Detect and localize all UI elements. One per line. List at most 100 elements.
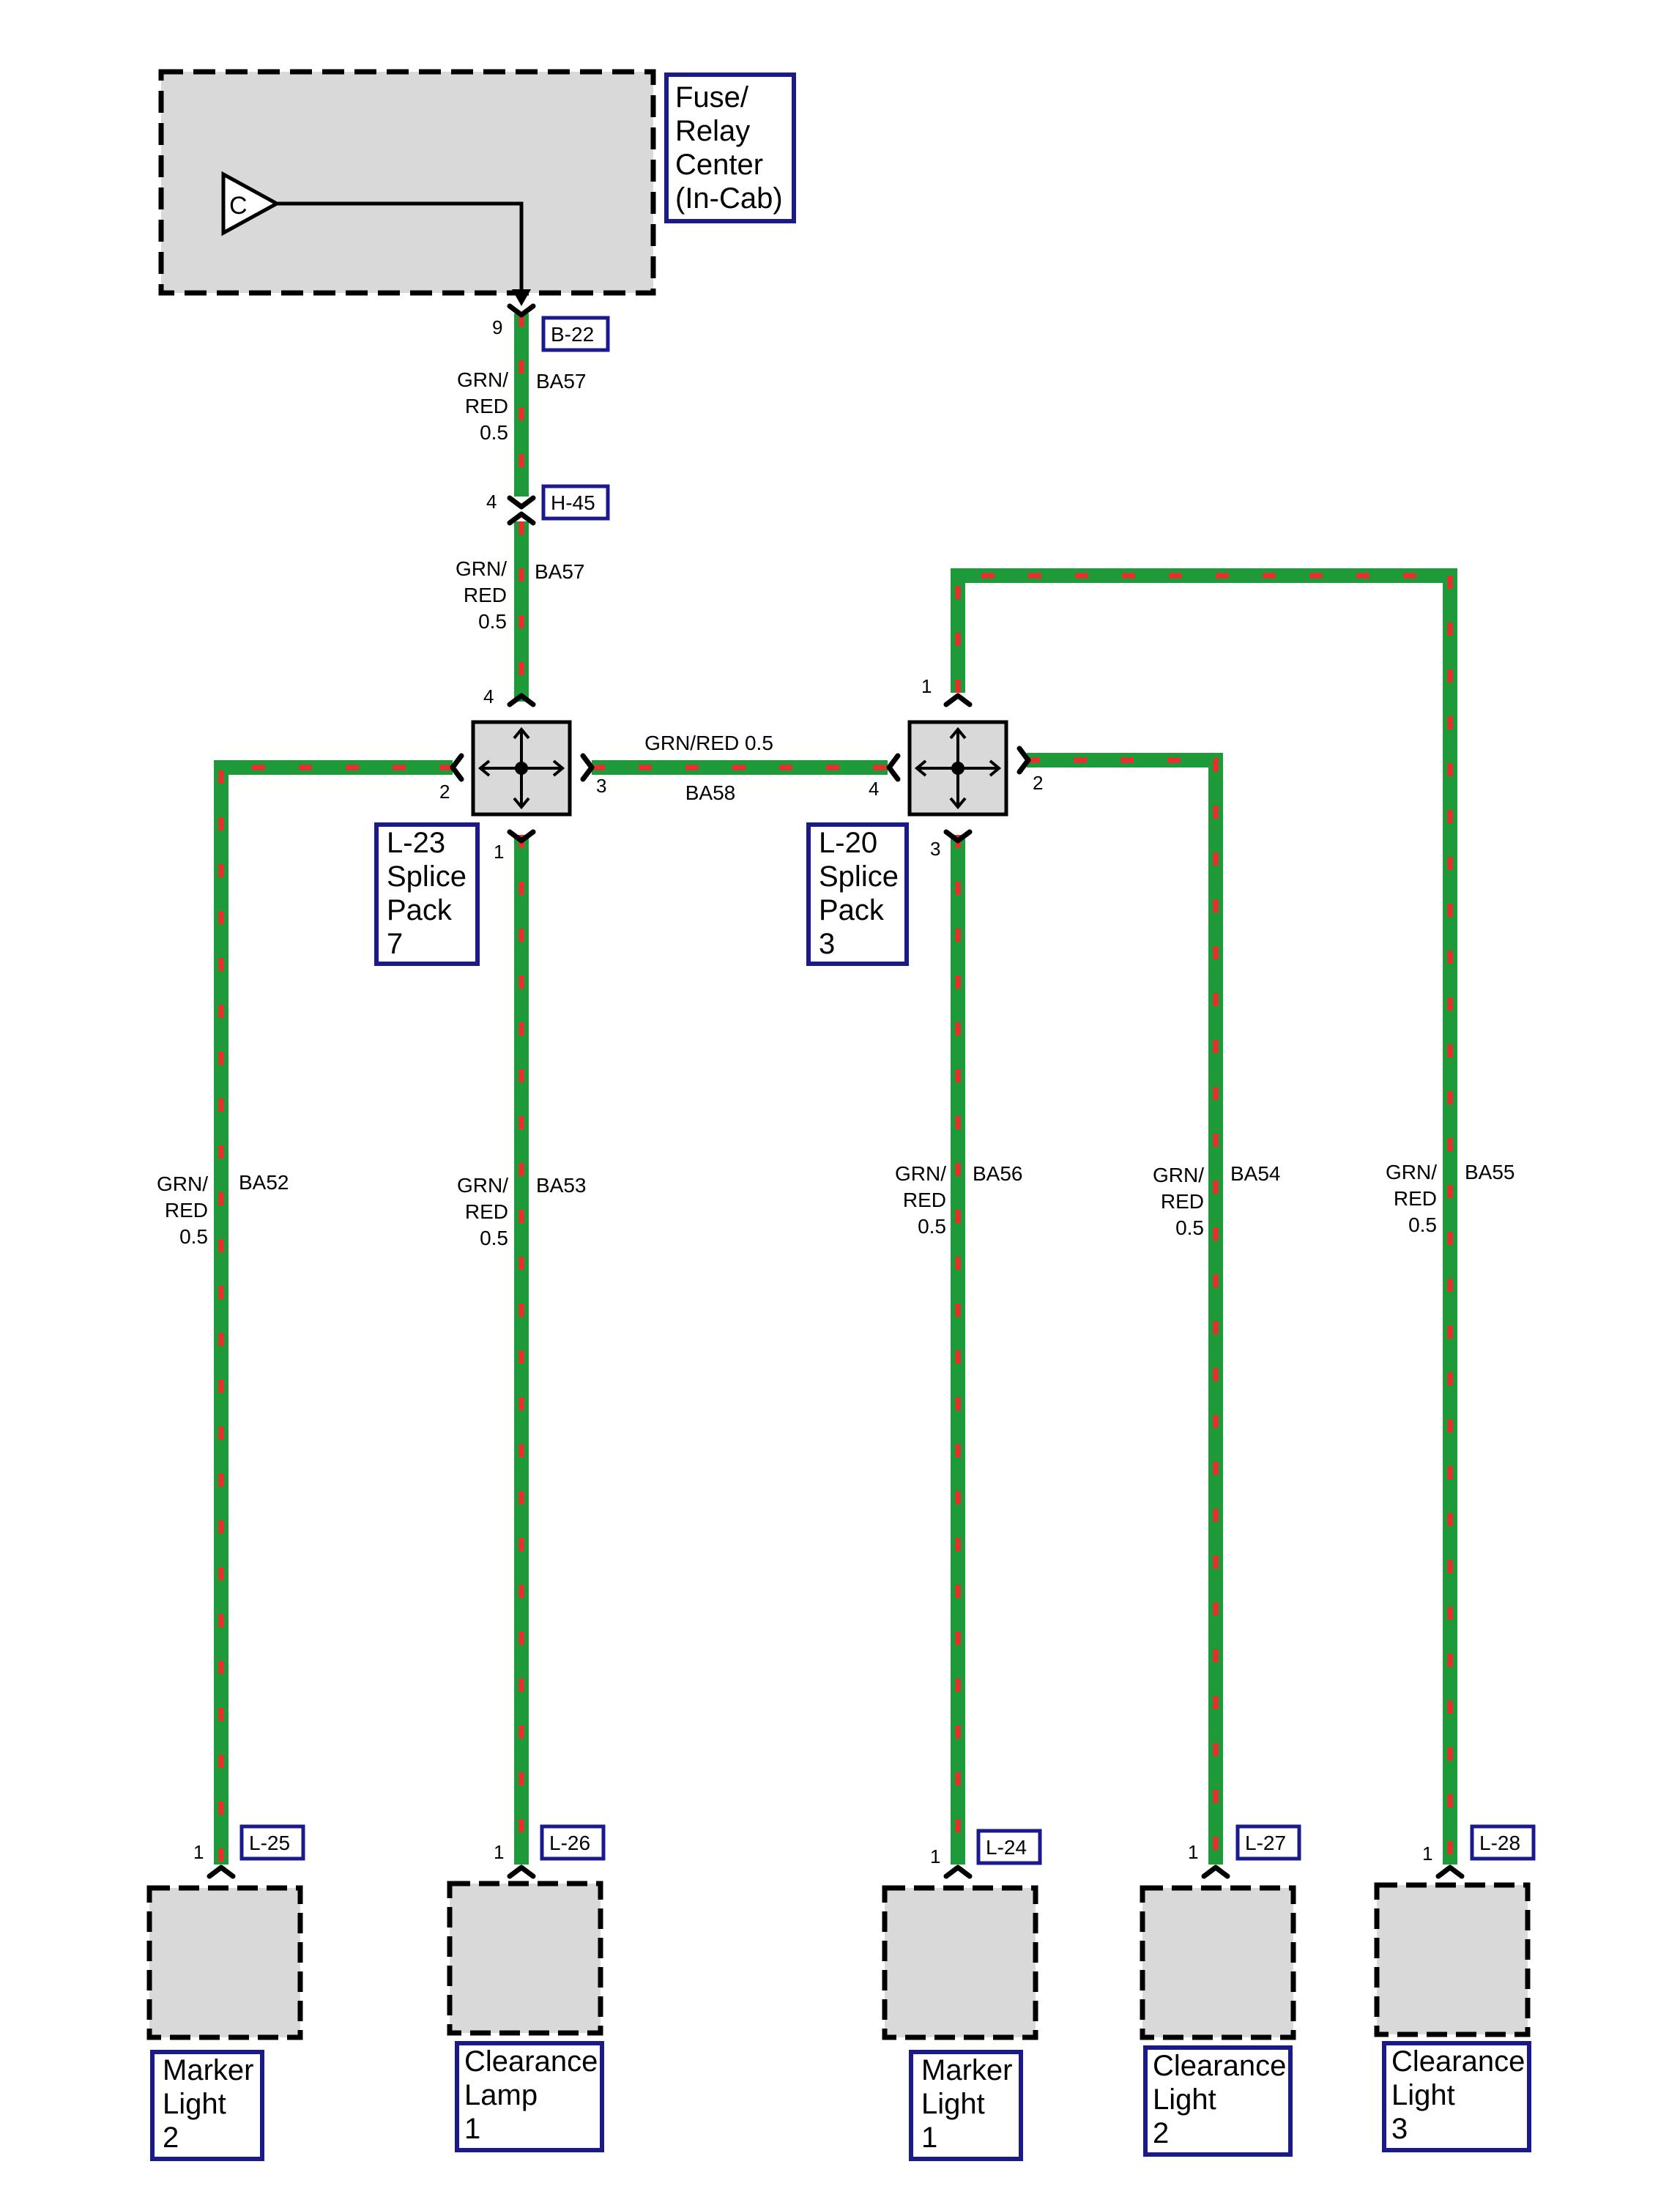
connector-b22-label: B-22 — [551, 323, 594, 346]
wire-spec-line: RED — [903, 1189, 946, 1211]
connector-l24: L-24 — [976, 1829, 1042, 1865]
pin-l20-left: 4 — [869, 778, 879, 800]
label-line-1: L-23 — [387, 827, 445, 859]
l23-top-terminal-icon — [507, 693, 536, 707]
wire-circuit-label: BA58 — [685, 781, 736, 804]
component-clearance-lamp-1: Clearance Lamp 1 — [447, 1881, 604, 2152]
label-line-1: Clearance — [1391, 2045, 1525, 2078]
wire-spec-line: RED — [464, 584, 507, 606]
terminal-symbols — [207, 303, 1465, 1879]
connector-l28-label: L-28 — [1479, 1832, 1520, 1854]
label-line-3: Pack — [387, 894, 453, 926]
label-line-1: Clearance — [1153, 2050, 1286, 2082]
pin-l23-left: 2 — [439, 781, 450, 803]
l20-bottom-terminal-icon — [943, 829, 973, 844]
label-line-3: 1 — [921, 2122, 937, 2154]
wire-spec-line: RED — [165, 1199, 208, 1222]
wire-circuit-label: BA55 — [1465, 1161, 1515, 1183]
wire-spec-line: RED — [1161, 1190, 1204, 1213]
splice-node-icon — [515, 762, 528, 775]
l23-right-terminal-icon — [580, 753, 595, 782]
splice-node-icon — [951, 762, 964, 775]
wire-circuit-label: BA56 — [973, 1162, 1023, 1185]
label-line-3: 2 — [163, 2122, 179, 2154]
wires — [214, 313, 1457, 1865]
l20-right-terminal-icon — [1016, 746, 1031, 775]
splice-pack-l23 — [471, 720, 572, 817]
wire-circuit-label: BA57 — [536, 370, 587, 393]
wire-labels: GRN/ RED 0.5 BA57 GRN/ RED 0.5 BA57 GRN/… — [157, 368, 1515, 1249]
pin-b22: 9 — [492, 316, 502, 338]
pin-l25: 1 — [193, 1841, 204, 1863]
title-line-4: (In-Cab) — [675, 182, 783, 215]
component-clearance-light-2: Clearance Light 2 — [1140, 1885, 1296, 2157]
pin-l24: 1 — [930, 1845, 940, 1867]
wire-spec-line: 0.5 — [918, 1215, 946, 1238]
pin-l23-right: 3 — [596, 775, 606, 797]
label-line-2: Light — [921, 2088, 985, 2120]
l27-terminal-icon — [1201, 1865, 1230, 1879]
h45-terminal-top-icon — [507, 495, 536, 510]
connector-l26: L-26 — [540, 1824, 606, 1861]
pin-l23-bottom: 1 — [494, 841, 504, 863]
label-line-2: Splice — [819, 860, 899, 893]
connector-h45-label: H-45 — [551, 491, 595, 514]
l24-terminal-icon — [943, 1865, 973, 1879]
wire-spec-line: GRN/ — [1386, 1161, 1437, 1183]
pin-l23-top: 4 — [483, 685, 494, 707]
label-line-3: Pack — [819, 894, 885, 926]
pin-l27: 1 — [1188, 1841, 1198, 1863]
connector-h45: H-45 — [541, 484, 610, 521]
wire-spec-line: 0.5 — [179, 1225, 208, 1248]
wire-spec-line: 0.5 — [480, 421, 508, 444]
l26-terminal-icon — [507, 1865, 536, 1879]
pin-l26: 1 — [494, 1841, 504, 1863]
label-line-2: Splice — [387, 860, 467, 893]
wire-ba52 — [214, 760, 453, 1865]
label-line-4: 3 — [819, 928, 835, 960]
connector-l25: L-25 — [239, 1824, 305, 1861]
wire-spec-line: GRN/ — [457, 1174, 508, 1197]
source-feed-arrow-icon — [512, 289, 531, 306]
h45-terminal-bottom-icon — [507, 511, 536, 526]
source-c-label: C — [229, 192, 248, 220]
wire-spec-line: RED — [1394, 1187, 1437, 1210]
wire-ba54 — [1027, 753, 1223, 1865]
connector-l28: L-28 — [1470, 1824, 1536, 1861]
l23-left-terminal-icon — [450, 753, 464, 782]
label-line-3: 1 — [464, 2113, 480, 2145]
fuse-relay-center-label: Fuse/ Relay Center (In-Cab) — [664, 73, 796, 223]
component-clearance-light-3: Clearance Light 3 — [1374, 1882, 1531, 2152]
pin-l20-right: 2 — [1033, 772, 1043, 794]
wire-ba55 — [951, 568, 1457, 1865]
pin-h45: 4 — [486, 491, 497, 513]
l20-top-terminal-icon — [943, 693, 973, 707]
source-feed-line — [277, 201, 524, 302]
label-line-1: Marker — [163, 2054, 253, 2086]
wire-spec-line: GRN/ — [895, 1162, 946, 1185]
splice-pack-l23-label: L-23 Splice Pack 7 — [374, 822, 480, 966]
connector-l26-label: L-26 — [549, 1832, 590, 1854]
splice-pack-l20 — [907, 720, 1008, 817]
wire-circuit-label: BA53 — [536, 1174, 587, 1197]
l23-bottom-terminal-icon — [507, 829, 536, 844]
wire-spec-line: RED — [465, 1200, 508, 1223]
label-line-4: 7 — [387, 928, 403, 960]
label-line-2: Light — [1391, 2079, 1455, 2111]
connector-ids: B-22 H-45 L-25 L-26 L-24 L-27 L-28 — [239, 316, 1536, 1865]
wire-spec-line: 0.5 — [478, 610, 507, 633]
source-c-icon — [221, 171, 281, 237]
label-line-1: Clearance — [464, 2045, 598, 2078]
label-line-2: Lamp — [464, 2079, 538, 2111]
wire-circuit-label: BA57 — [535, 560, 585, 583]
title-line-3: Center — [675, 149, 763, 181]
connector-l27: L-27 — [1235, 1824, 1301, 1861]
wire-spec-line: 0.5 — [1175, 1216, 1204, 1239]
connector-l25-label: L-25 — [249, 1832, 290, 1854]
label-line-2: Light — [1153, 2083, 1216, 2116]
pin-numbers: 9 4 4 2 3 1 1 4 2 3 1 1 1 1 1 — [193, 316, 1432, 1867]
wire-spec-line: GRN/ — [1153, 1164, 1204, 1186]
connector-l27-label: L-27 — [1245, 1832, 1286, 1854]
splice-pack-l20-label: L-20 Splice Pack 3 — [806, 822, 909, 966]
